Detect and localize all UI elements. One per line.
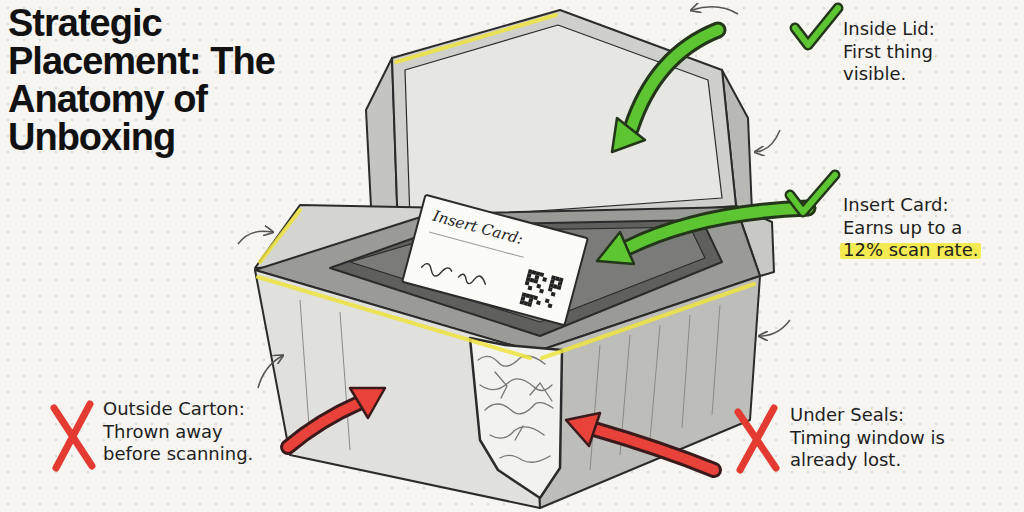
callout: Outside Carton: Thrown away before scann… <box>103 398 263 466</box>
qr-cell <box>536 300 541 305</box>
qr-cell <box>525 281 530 286</box>
highlight-stroke <box>542 284 754 358</box>
x-mark <box>738 408 776 470</box>
paper-fold <box>485 403 553 414</box>
callout-text: Inside Lid: First thing visible. <box>843 18 968 86</box>
check-mark <box>795 8 838 45</box>
edge-highlights <box>258 15 754 358</box>
paper-fold <box>478 356 545 366</box>
qr-cell <box>536 284 541 289</box>
qr-cell <box>542 277 547 282</box>
arrow-shaft <box>594 429 714 470</box>
qr-cell <box>533 279 538 284</box>
arrow-head <box>597 232 634 264</box>
qr-cell <box>551 292 556 297</box>
callout: Insert Card: Earns up to a 12% scan rate… <box>843 194 993 262</box>
hatching <box>300 300 720 470</box>
arrow-shaft <box>288 403 359 447</box>
qr-cell <box>527 302 532 307</box>
callout-text: Outside Carton: Thrown away before scann… <box>103 398 263 466</box>
check-mark <box>790 175 835 212</box>
thin-arrow <box>692 7 738 14</box>
carton <box>255 10 774 508</box>
signature <box>420 261 487 289</box>
x-mark <box>54 404 92 468</box>
callout: Under Seals: Timing window is already lo… <box>790 404 955 472</box>
green-arrows <box>597 30 808 264</box>
qr-cell <box>548 287 553 292</box>
qr-cell <box>545 298 550 303</box>
paper-fold <box>495 372 552 440</box>
callout-text: Under Seals: Timing window is already lo… <box>790 404 955 472</box>
thin-arrow <box>258 356 282 388</box>
lid-inner-panel <box>405 25 722 220</box>
arrow-outline <box>288 403 359 447</box>
shade-lines <box>590 305 720 470</box>
highlight-stroke <box>260 210 300 262</box>
qr-cell <box>527 286 532 291</box>
qr-code <box>519 269 563 313</box>
arrow-outline <box>631 30 718 129</box>
arrow-head <box>566 413 600 446</box>
callout: Inside Lid: First thing visible. <box>843 18 968 86</box>
thin-arrow <box>756 130 780 152</box>
arrow-shaft <box>627 208 808 248</box>
check-outline <box>795 8 838 45</box>
qr-cell <box>539 289 544 294</box>
cutaway <box>470 338 562 498</box>
thin-arrow <box>238 231 272 244</box>
qr-cell <box>557 285 562 290</box>
arrow-head <box>612 118 645 152</box>
arrow-shaft <box>631 30 718 129</box>
check-marks <box>790 8 838 212</box>
title: Strategic Placement: The Anatomy of Unbo… <box>8 4 348 156</box>
highlight-stroke <box>396 15 556 62</box>
qr-cell <box>548 303 553 308</box>
crumpled-paper <box>478 356 553 462</box>
paper-fold <box>500 455 550 462</box>
arrow-outline <box>627 208 808 248</box>
arrow-outline <box>594 429 714 470</box>
qr-cell <box>539 272 544 277</box>
qr-cell <box>533 295 538 300</box>
arrow-head <box>350 388 385 418</box>
callout-text: Insert Card: Earns up to a 12% scan rate… <box>843 194 993 262</box>
thin-arrow <box>760 320 790 336</box>
check-outline <box>790 175 835 212</box>
red-arrows <box>288 388 714 470</box>
motion-arrows <box>238 7 790 388</box>
